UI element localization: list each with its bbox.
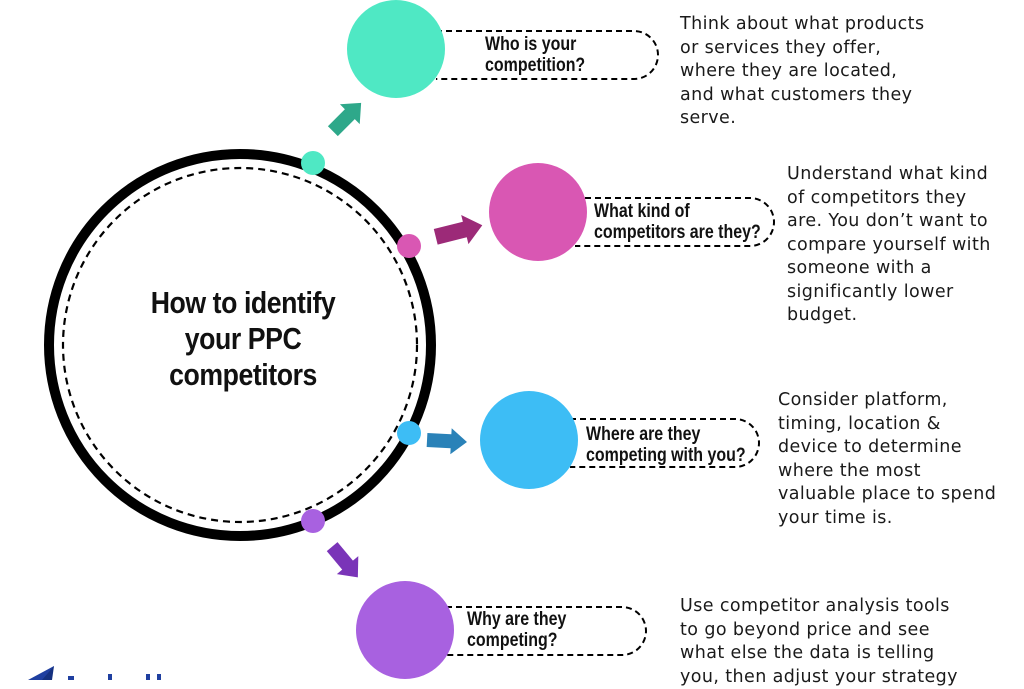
question-pill-3 — [570, 418, 760, 468]
step-question-3: Where are they competing with you? — [586, 424, 746, 466]
step-question-1: Who is your competition? — [485, 34, 586, 76]
step-description-3: Consider platform, timing, location & de… — [778, 390, 997, 528]
step-circle-teal — [347, 0, 445, 98]
page-title: How to identify your PPC competitors — [150, 285, 336, 392]
step-description-4: Use competitor analysis tools to go beyo… — [680, 596, 958, 687]
central-dashed-ring — [61, 166, 419, 524]
step-circle-blue — [480, 391, 578, 489]
step-description-2: Understand what kind of competitors they… — [787, 164, 991, 325]
logo — [28, 666, 161, 680]
central-outer-ring — [44, 149, 436, 541]
down-right-arrow-icon — [326, 542, 359, 578]
right-arrow-icon — [433, 214, 483, 245]
up-right-arrow-icon — [327, 102, 362, 137]
step-circle-purple — [356, 581, 454, 679]
ring-node-purple — [301, 509, 325, 533]
question-pill-2 — [575, 197, 775, 247]
right-arrow-icon — [426, 428, 467, 455]
step-question-2: What kind of competitors are they? — [594, 201, 761, 243]
question-pill-4 — [446, 606, 647, 656]
step-description-1: Think about what products or services th… — [680, 14, 925, 128]
ring-node-pink — [397, 234, 421, 258]
question-pill-1 — [436, 30, 659, 80]
ring-node-blue — [397, 421, 421, 445]
ring-node-teal — [301, 151, 325, 175]
step-circle-pink — [489, 163, 587, 261]
step-question-4: Why are they competing? — [467, 609, 567, 651]
